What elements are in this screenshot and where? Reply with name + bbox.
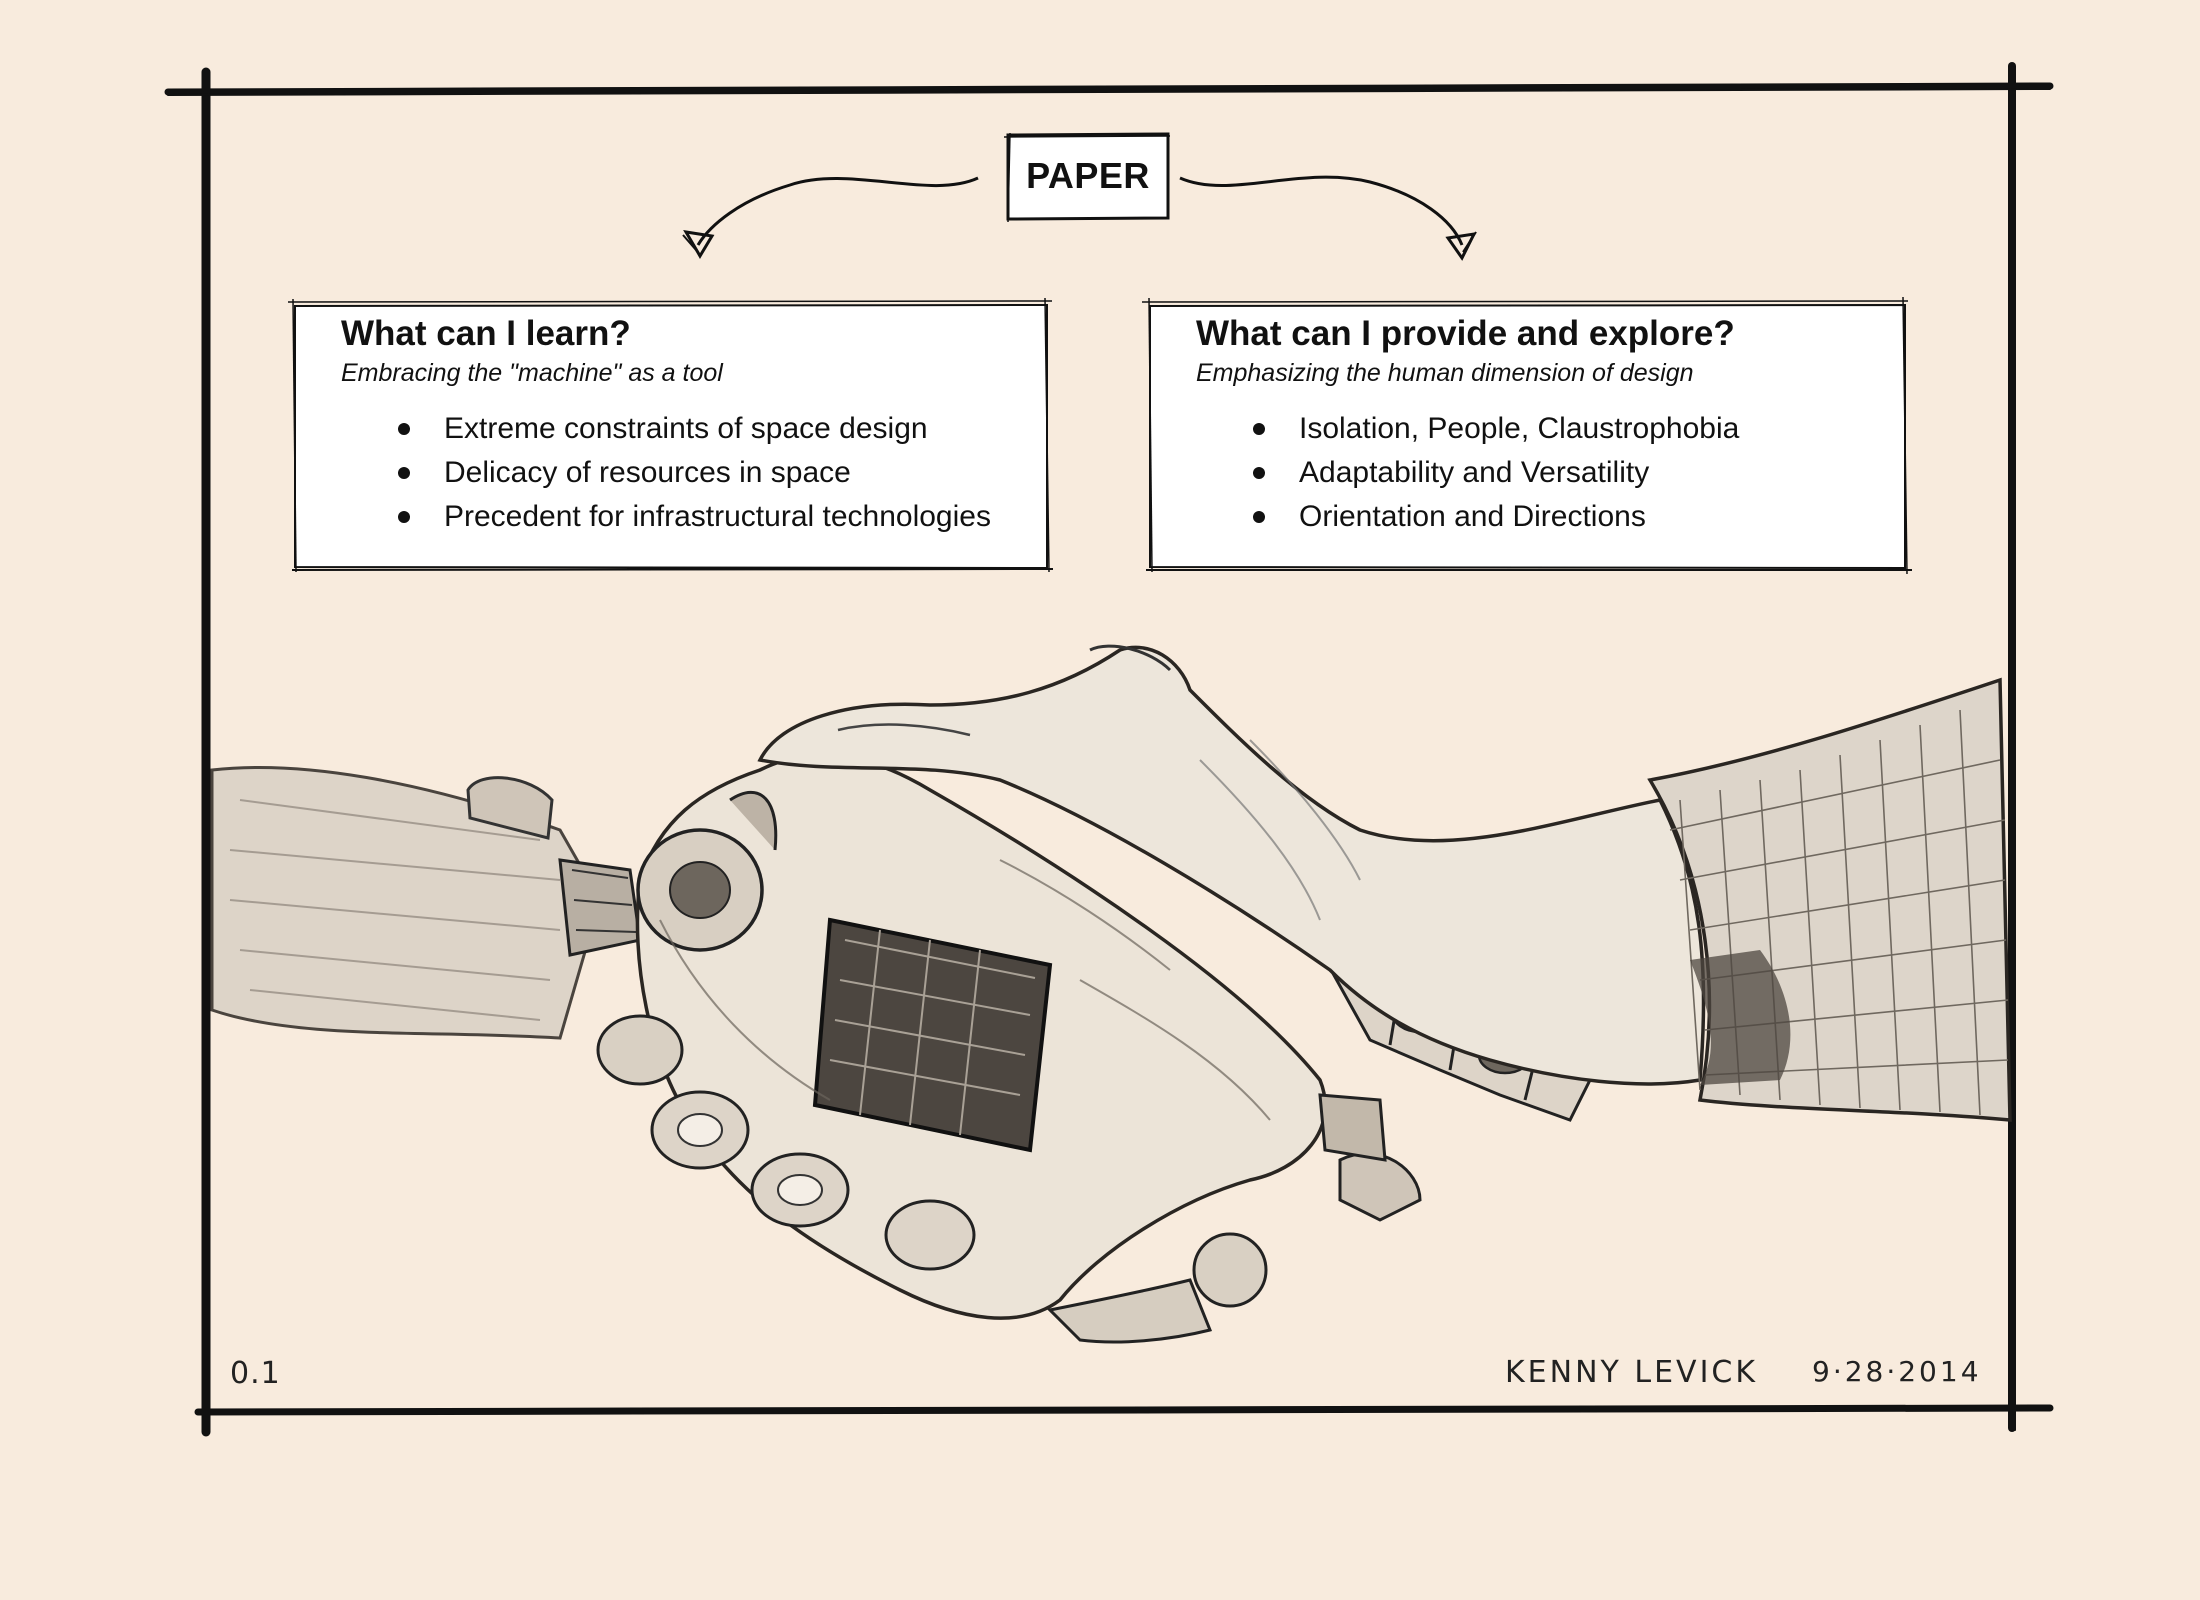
list-item: Precedent for infrastructural technologi…: [398, 495, 1037, 539]
paper-title: PAPER: [1026, 155, 1150, 196]
sheet-border: [164, 62, 2054, 1437]
arrow-left-icon: [682, 176, 979, 259]
bullet-icon: [398, 467, 410, 479]
bullet-icon: [1253, 423, 1265, 435]
left-card-frame: [287, 297, 1054, 573]
list-item: Extreme constraints of space design: [398, 407, 1037, 451]
author-signature: KENNY LEVICK: [1505, 1355, 1759, 1390]
list-item: Delicacy of resources in space: [398, 451, 1037, 495]
list-item-text: Orientation and Directions: [1299, 500, 1646, 533]
bullet-icon: [398, 511, 410, 523]
provide-card: What can I provide and explore? Emphasiz…: [1150, 305, 1905, 567]
human-hand-icon: [757, 644, 1706, 1086]
learn-card-subheading: Embracing the "machine" as a tool: [341, 359, 723, 387]
provide-card-list: Isolation, People, Claustrophobia Adapta…: [1196, 407, 1895, 539]
human-sleeve-icon: [1647, 677, 2012, 1122]
sketch-date: 9·28·2014: [1812, 1355, 1982, 1388]
list-item-text: Adaptability and Versatility: [1299, 456, 1650, 489]
arrow-right-icon: [1179, 175, 1477, 261]
learn-card: What can I learn? Embracing the "machine…: [295, 305, 1047, 567]
bullet-icon: [1253, 467, 1265, 479]
robot-arm-icon: [210, 766, 642, 1040]
bullet-icon: [398, 423, 410, 435]
list-item: Orientation and Directions: [1253, 495, 1895, 539]
list-item-text: Isolation, People, Claustrophobia: [1299, 412, 1740, 445]
sheet-number: 0.1: [230, 1356, 281, 1391]
handshake-illustration: [210, 644, 2012, 1344]
learn-card-heading: What can I learn?: [341, 314, 631, 353]
right-card-frame: [1141, 296, 1912, 575]
list-item: Isolation, People, Claustrophobia: [1253, 407, 1895, 451]
list-item-text: Precedent for infrastructural technologi…: [444, 500, 991, 533]
list-item-text: Delicacy of resources in space: [444, 456, 851, 489]
learn-card-list: Extreme constraints of space design Deli…: [341, 407, 1037, 539]
title-box-frame: [1003, 132, 1171, 223]
bullet-icon: [1253, 511, 1265, 523]
list-item: Adaptability and Versatility: [1253, 451, 1895, 495]
provide-card-subheading: Emphasizing the human dimension of desig…: [1196, 359, 1694, 387]
list-item-text: Extreme constraints of space design: [444, 412, 928, 445]
provide-card-heading: What can I provide and explore?: [1196, 314, 1735, 353]
robot-hand-icon: [596, 753, 1592, 1344]
